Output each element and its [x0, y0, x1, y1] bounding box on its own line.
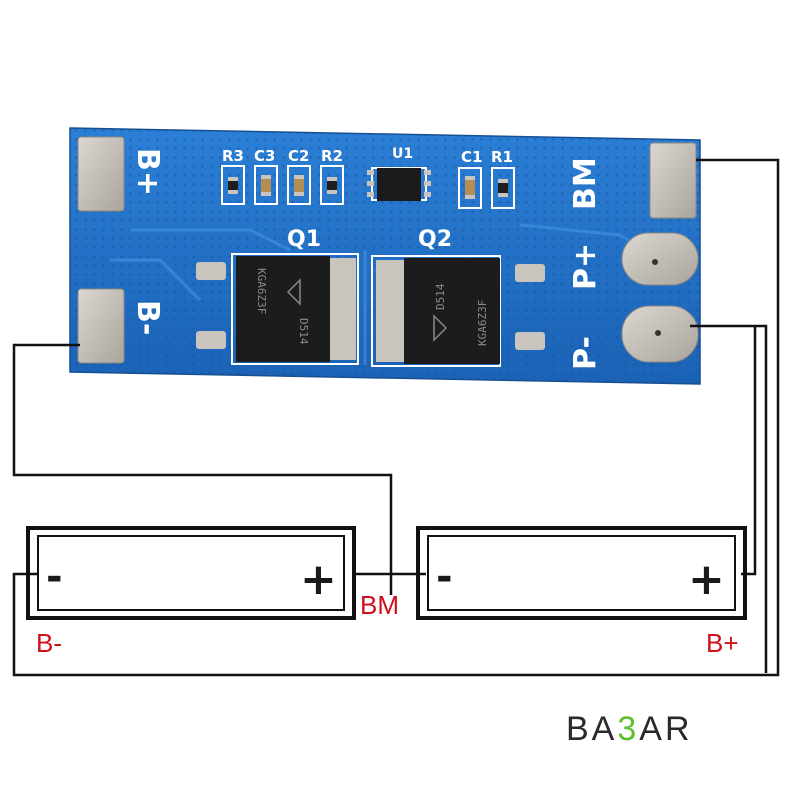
- silk-r1: R1: [491, 148, 513, 166]
- mosfet-q2: KGA6Z3F D514: [371, 255, 545, 367]
- q1-marking: KGA6Z3F: [255, 268, 268, 314]
- silk-c3: C3: [254, 147, 275, 165]
- q2-code: D514: [434, 283, 447, 310]
- silk-p-minus: P-: [568, 336, 603, 370]
- silk-p-plus: P+: [568, 243, 603, 290]
- brand-logo: BA3AR: [566, 710, 693, 748]
- logo-text: BA3AR: [566, 710, 693, 748]
- silk-bm: BM: [568, 157, 603, 210]
- silk-q1: Q1: [287, 227, 321, 252]
- pad-bm: [649, 142, 697, 219]
- silk-b-minus: B-: [130, 300, 165, 335]
- q1-code: D514: [297, 318, 310, 345]
- mosfet-q1: KGA6Z3F D514: [196, 253, 359, 365]
- resistor-r2: [327, 177, 337, 194]
- label-bm: BM: [360, 590, 399, 620]
- pad-b-minus: [77, 288, 125, 364]
- wire-p-minus: [690, 324, 768, 673]
- pad-p-minus-hole: [655, 330, 661, 336]
- silk-u1: U1: [392, 146, 413, 162]
- pad-b-plus: [77, 136, 125, 212]
- capacitor-c3: [261, 175, 271, 196]
- wire-bm: [512, 158, 780, 677]
- cell-left-plus: +: [300, 554, 337, 605]
- cell-left-minus: -: [46, 554, 63, 600]
- pad-p-plus-hole: [652, 259, 658, 265]
- resistor-r3: [228, 177, 238, 194]
- silk-q2: Q2: [418, 227, 452, 252]
- q2-marking: KGA6Z3F: [476, 300, 489, 346]
- label-b-minus: B-: [36, 628, 62, 658]
- silk-r2: R2: [321, 147, 343, 165]
- capacitor-c2: [294, 175, 304, 196]
- silk-b-plus: B+: [130, 148, 165, 196]
- cell-right-plus: +: [688, 554, 725, 605]
- silk-c1: C1: [461, 148, 482, 166]
- battery-cell-left: - +: [26, 526, 356, 620]
- capacitor-c1: [465, 176, 475, 199]
- wire-b-minus-cell: [12, 572, 512, 677]
- label-b-plus: B+: [706, 628, 739, 658]
- silk-r3: R3: [222, 147, 244, 165]
- wire-b-minus: [12, 343, 393, 595]
- smd-components: [221, 165, 515, 209]
- resistor-r1: [498, 179, 508, 197]
- cell-right-minus: -: [436, 554, 453, 600]
- pad-p-plus: [621, 232, 699, 286]
- battery-cell-right: - +: [416, 526, 747, 620]
- ic-u1: [367, 167, 431, 201]
- pcb-board: B+ B- BM P+ P- R3 C3 C2 R2 U1 C1 R1 Q1 Q…: [69, 127, 701, 385]
- silk-c2: C2: [288, 147, 309, 165]
